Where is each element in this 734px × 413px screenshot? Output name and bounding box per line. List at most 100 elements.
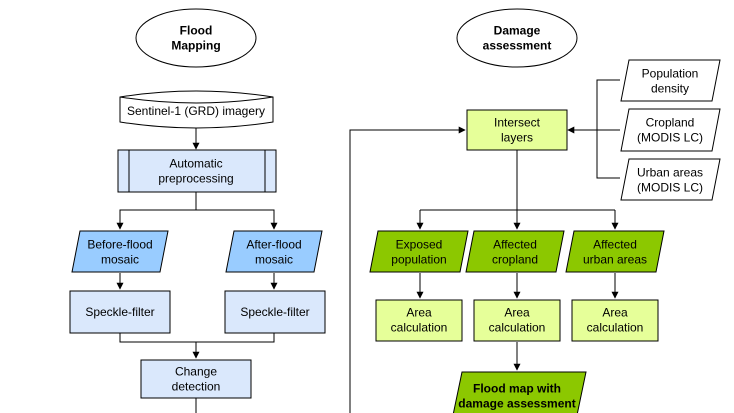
label-line: calculation: [489, 321, 546, 335]
change-detection-box: [140, 359, 252, 399]
edge-preprocessing-to-after: [196, 209, 278, 230]
speckle-left-box: [69, 290, 171, 334]
area-calc-1-box: [375, 299, 463, 342]
label-line: calculation: [391, 321, 448, 335]
label-line: Automatic: [169, 157, 222, 171]
speckle-right-box: [224, 290, 326, 334]
label-line: Urban areas: [637, 166, 703, 180]
label-line: calculation: [587, 321, 644, 335]
speckle-left-label: Speckle-filter: [85, 305, 154, 319]
affected-cropland-parallelogram: [465, 230, 565, 273]
label-line: Before-flood: [87, 238, 152, 252]
cropland-input-label: Cropland(MODIS LC): [637, 116, 703, 145]
exposed-population-parallelogram: [369, 230, 469, 273]
population-density-parallelogram: [620, 59, 721, 102]
label-line: urban areas: [583, 253, 647, 267]
sentinel-imagery-node: Sentinel-1 (GRD) imagery: [119, 90, 274, 129]
urban-areas-parallelogram: [620, 158, 721, 201]
label-line: Population: [642, 67, 699, 81]
area-calc-3-box: [571, 299, 659, 342]
label-line: Exposed: [396, 238, 443, 252]
sentinel-cylinder: [119, 90, 274, 129]
label-line: Flood map with: [473, 382, 561, 396]
label-line: Cropland: [646, 116, 695, 130]
speckle-filter-right-node: Speckle-filter: [224, 290, 326, 334]
connectors: [116, 79, 620, 413]
urban-areas-input: Urban areas(MODIS LC): [620, 158, 721, 201]
label-line: Area: [406, 306, 432, 320]
label-line: Affected: [493, 238, 537, 252]
label-line: (MODIS LC): [637, 131, 703, 145]
label-line: Mapping: [171, 39, 220, 53]
label-line: mosaic: [255, 253, 293, 267]
label-line: detection: [172, 380, 221, 394]
cropland-input-parallelogram: [620, 108, 721, 152]
label-line: Area: [504, 306, 530, 320]
flood-mapping-ellipse: [135, 8, 257, 68]
label-line: After-flood: [246, 238, 301, 252]
label-line: assessment: [483, 39, 552, 53]
label-line: Affected: [593, 238, 637, 252]
label-line: Speckle-filter: [240, 305, 309, 319]
label-line: Speckle-filter: [85, 305, 154, 319]
label-line: Sentinel-1 (GRD) imagery: [127, 104, 265, 118]
edge-flood-to-intersect: [349, 126, 466, 413]
sentinel-label: Sentinel-1 (GRD) imagery: [127, 104, 265, 118]
label-line: Area: [602, 306, 628, 320]
speckle-filter-left-node: Speckle-filter: [69, 290, 171, 334]
label-line: Damage: [494, 24, 541, 38]
edge-speckles-merge: [119, 333, 275, 343]
label-line: Change: [175, 365, 217, 379]
label-line: cropland: [492, 253, 538, 267]
urban-areas-input-label: Urban areas(MODIS LC): [637, 166, 703, 195]
label-line: damage assessment: [458, 397, 575, 411]
affected-urban-parallelogram: [565, 230, 665, 273]
label-line: population: [391, 253, 446, 267]
before-flood-parallelogram: [71, 230, 169, 273]
sentinel-cylinder-rim: [119, 96, 274, 104]
label-line: Flood: [180, 24, 213, 38]
damage-assessment-ellipse: [456, 8, 578, 68]
edge-preprocessing-split: [119, 192, 197, 229]
label-line: preprocessing: [158, 172, 233, 186]
cropland-input: Cropland(MODIS LC): [620, 108, 721, 152]
label-line: (MODIS LC): [637, 181, 703, 195]
edge-inputs-bracket: [596, 79, 620, 179]
intersect-box: [466, 109, 568, 151]
label-line: layers: [501, 131, 533, 145]
after-flood-parallelogram: [225, 230, 323, 273]
preprocessing-box: [117, 149, 277, 193]
flood-map-output-parallelogram: [452, 371, 587, 413]
label-line: mosaic: [101, 253, 139, 267]
speckle-right-label: Speckle-filter: [240, 305, 309, 319]
